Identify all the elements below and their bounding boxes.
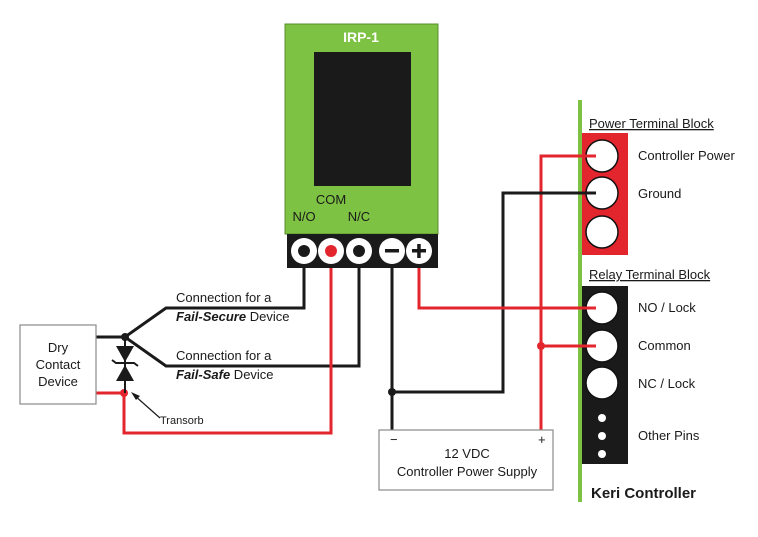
relay-pin-nc-lock [585, 366, 619, 400]
wire-controller-power [539, 154, 596, 433]
transorb-symbol [111, 337, 139, 393]
terminal-com [318, 238, 344, 264]
controller-rail [578, 100, 582, 502]
dry-contact-line1: Dry [48, 340, 69, 355]
junction-ground [388, 388, 396, 396]
relay-nc-label: N/C [348, 209, 370, 224]
controller-label: Keri Controller [591, 485, 696, 502]
relay-pin2-label: Common [638, 338, 691, 353]
terminal-minus [379, 238, 405, 264]
wire-common-relay [96, 254, 333, 435]
terminal-no [291, 238, 317, 264]
supply-minus: − [390, 432, 398, 447]
relay-pin-other-3 [598, 450, 606, 458]
junction-common [537, 342, 545, 350]
fail-secure-line: Fail-Secure Device [176, 309, 289, 324]
terminal-plus [406, 238, 432, 264]
power-supply [378, 429, 554, 491]
fail-secure-prefix: Connection for a [176, 290, 272, 305]
relay-pin1-label: NO / Lock [638, 300, 696, 315]
relay-com-label: COM [316, 192, 346, 207]
fail-safe-line: Fail-Safe Device [176, 367, 274, 382]
relay-block-heading: Relay Terminal Block [589, 267, 711, 282]
power-pin1-label: Controller Power [638, 148, 735, 163]
relay-title: IRP-1 [343, 29, 379, 45]
terminal-nc [346, 238, 372, 264]
dry-contact-device [19, 324, 97, 405]
relay-pin4-label: Other Pins [638, 428, 700, 443]
fail-safe-emph: Fail-Safe [176, 367, 230, 382]
fail-safe-prefix: Connection for a [176, 348, 272, 363]
dry-contact-line3: Device [38, 374, 78, 389]
relay-window [314, 52, 411, 186]
relay-no-label: N/O [292, 209, 315, 224]
wire-ground [392, 191, 596, 394]
transorb-label: Transorb [160, 415, 204, 427]
power-pin2-label: Ground [638, 186, 681, 201]
transorb-arrow [131, 392, 161, 419]
power-block-heading: Power Terminal Block [589, 116, 714, 131]
supply-line2: Controller Power Supply [397, 464, 538, 479]
supply-line1: 12 VDC [444, 446, 490, 461]
relay-pin-other-2 [598, 432, 606, 440]
dry-contact-line2: Contact [36, 357, 81, 372]
relay-pin3-label: NC / Lock [638, 376, 696, 391]
fail-secure-suffix: Device [246, 309, 289, 324]
wire-relay-plus [417, 254, 596, 310]
power-pin-spare [585, 215, 619, 249]
relay-pin-other-1 [598, 414, 606, 422]
wire-normally-open [124, 254, 306, 339]
fail-safe-suffix: Device [230, 367, 273, 382]
supply-plus: + [538, 432, 546, 447]
fail-secure-emph: Fail-Secure [176, 309, 246, 324]
wire-normally-closed [124, 254, 361, 368]
